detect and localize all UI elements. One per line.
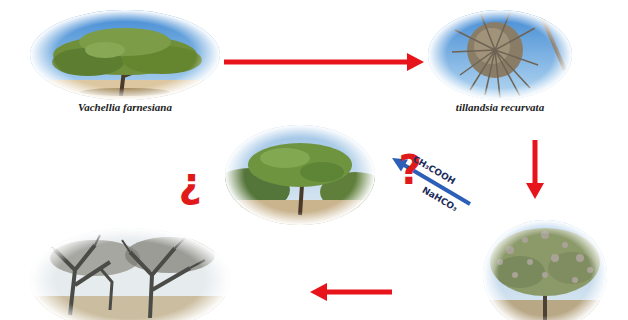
photo-node: Vachellia farnesiana — [30, 10, 220, 114]
red-arrow-down — [526, 140, 544, 199]
recovered-tree-photo — [210, 124, 390, 226]
reagent-label: NaHCO₃ — [421, 185, 459, 213]
question-mark: ¿ — [178, 162, 201, 202]
species-caption: Vachellia farnesiana — [78, 101, 172, 114]
acacia-photo — [28, 8, 224, 105]
species-caption: tillandsia recurvata — [456, 101, 544, 114]
tillandsia-photo — [426, 8, 574, 103]
dead-trees-photo — [28, 226, 232, 320]
photo-node: tillandsia recurvata — [428, 10, 572, 114]
infested-tree-photo — [480, 218, 610, 320]
red-arrow-left — [310, 283, 392, 301]
red-arrow — [224, 53, 424, 71]
